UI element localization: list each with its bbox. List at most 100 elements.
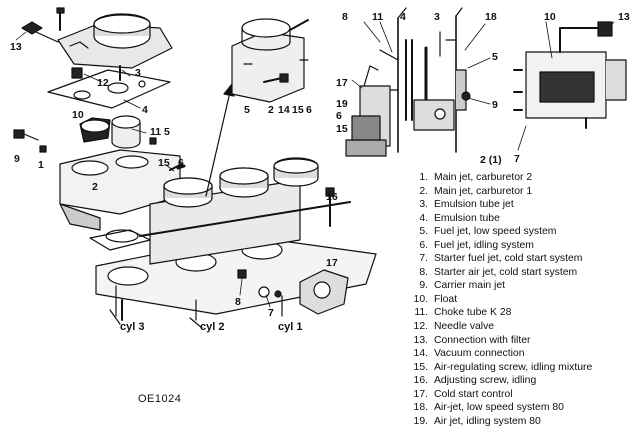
legend-item: 19. Air jet, idling system 80 <box>410 415 592 429</box>
cylinder-label-2: cyl 2 <box>200 321 224 333</box>
legend-item: 15. Air-regulating screw, idling mixture <box>410 361 593 375</box>
callout-7: 7 <box>268 307 274 319</box>
legend-text: Connection with filter <box>434 334 531 346</box>
legend-number: 19. <box>413 415 428 427</box>
callout-2: 2 <box>92 181 98 193</box>
legend-number: 4. <box>419 212 428 224</box>
legend-item: 1. Main jet, carburetor 2 <box>410 171 592 185</box>
exploded-carburetor <box>13 7 186 231</box>
legend-item: 6. Fuel jet, idling system <box>410 239 592 253</box>
section-callout-2-1: 2 (1) <box>480 154 502 166</box>
legend-number: 6. <box>419 239 428 251</box>
callout-leaders <box>15 21 615 308</box>
legend-number: 15. <box>413 361 428 373</box>
parts-legend: 1. Main jet, carburetor 2 2. Main jet, carb… <box>410 171 593 429</box>
inset-callout-14: 14 <box>278 104 290 116</box>
legend-number: 14. <box>413 348 428 360</box>
carburetor-bank <box>89 83 377 329</box>
legend-item: 10. Float <box>410 293 592 307</box>
callout-9: 9 <box>14 153 20 165</box>
legend-text: Float <box>434 293 458 305</box>
section-callout-8: 8 <box>342 11 348 23</box>
callout-11: 11 <box>150 126 161 138</box>
legend-item: 7. Starter fuel jet, cold start system <box>410 252 592 266</box>
legend-text: Air-jet, low speed system 80 <box>434 402 564 414</box>
legend-number: 3. <box>419 199 428 211</box>
section-callout-19: 19 <box>336 98 348 110</box>
legend-item: 13. Connection with filter <box>410 334 592 348</box>
float-callout-13: 13 <box>618 11 630 23</box>
legend-item: 18. Air-jet, low speed system 80 <box>410 401 592 415</box>
section-callout-4: 4 <box>400 11 406 23</box>
legend-item: 5. Fuel jet, low speed system <box>410 225 592 239</box>
cylinder-label-1: cyl 1 <box>278 321 302 333</box>
callout-13: 13 <box>10 41 22 53</box>
legend-text: Main jet, carburetor 1 <box>434 185 533 197</box>
inset-callout-5: 5 <box>244 104 250 116</box>
callout-1: 1 <box>38 159 44 171</box>
sectional-view <box>345 7 471 157</box>
legend-text: Starter fuel jet, cold start system <box>434 253 583 265</box>
legend-item: 17. Cold start control <box>410 388 592 402</box>
legend-item: 2. Main jet, carburetor 1 <box>410 185 592 199</box>
callout-16: 16 <box>326 191 338 203</box>
legend-text: Emulsion tube jet <box>434 199 514 211</box>
inset-callout-6: 6 <box>306 104 312 116</box>
section-callout-18: 18 <box>485 11 497 23</box>
legend-number: 9. <box>419 280 428 292</box>
legend-number: 11. <box>414 307 428 319</box>
legend-text: Starter air jet, cold start system <box>434 266 578 278</box>
legend-text: Fuel jet, low speed system <box>434 226 557 238</box>
inset-callout-2: 2 <box>268 104 274 116</box>
legend-text: Cold start control <box>434 388 513 400</box>
cylinder-label-3: cyl 3 <box>120 321 144 333</box>
callout-6: 6 <box>178 157 184 169</box>
section-callout-5: 5 <box>492 51 498 63</box>
legend-text: Main jet, carburetor 2 <box>434 172 533 183</box>
legend-text: Choke tube K 28 <box>434 307 512 319</box>
figure-code: OE1024 <box>138 393 182 405</box>
legend-item: 11. Choke tube K 28 <box>410 306 592 320</box>
top-inset-carburetor <box>231 18 309 103</box>
legend-item: 12.Needle valve <box>410 320 592 334</box>
legend-number: 16. <box>413 375 428 387</box>
section-callout-3: 3 <box>434 11 440 23</box>
legend-item: 16. Adjusting screw, idling <box>410 374 592 388</box>
legend-text: Adjusting screw, idling <box>434 375 537 387</box>
legend-text: Carrier main jet <box>434 280 506 292</box>
callout-4: 4 <box>142 104 148 116</box>
section-callout-6: 6 <box>336 110 342 122</box>
callout-10: 10 <box>72 109 84 121</box>
float-chamber-view <box>513 21 627 129</box>
legend-text: Air-regulating screw, idling mixture <box>434 361 593 373</box>
float-callout-7: 7 <box>514 153 520 165</box>
inset-callout-15: 15 <box>292 104 304 116</box>
callout-15: 15 <box>158 157 170 169</box>
legend-text: Fuel jet, idling system <box>434 239 534 251</box>
legend-number: 8. <box>419 266 428 278</box>
callout-3: 3 <box>135 67 141 79</box>
legend-number: 10. <box>413 293 428 305</box>
legend-number: 13. <box>413 334 428 346</box>
float-callout-10: 10 <box>544 11 556 23</box>
legend-number: 12. <box>413 321 428 333</box>
legend-number: 5. <box>419 226 428 238</box>
callout-5: 5 <box>164 126 170 138</box>
legend-item: 3. Emulsion tube jet <box>410 198 592 212</box>
legend-number: 1. <box>419 172 428 183</box>
section-callout-17: 17 <box>336 77 348 89</box>
legend-item: 14. Vacuum connection <box>410 347 592 361</box>
section-callout-11: 11 <box>372 11 383 23</box>
legend-item: 4.Emulsion tube <box>410 212 592 226</box>
callout-12: 12 <box>97 77 109 89</box>
section-callout-9: 9 <box>492 99 498 111</box>
legend-text: Vacuum connection <box>434 348 525 360</box>
legend-text: Air jet, idling system 80 <box>434 415 541 427</box>
legend-number: 17. <box>413 388 428 400</box>
legend-number: 7. <box>419 253 428 265</box>
callout-8: 8 <box>235 296 241 308</box>
legend-number: 2. <box>419 185 428 197</box>
legend-number: 18. <box>413 402 428 414</box>
legend-item: 9. Carrier main jet <box>410 279 592 293</box>
